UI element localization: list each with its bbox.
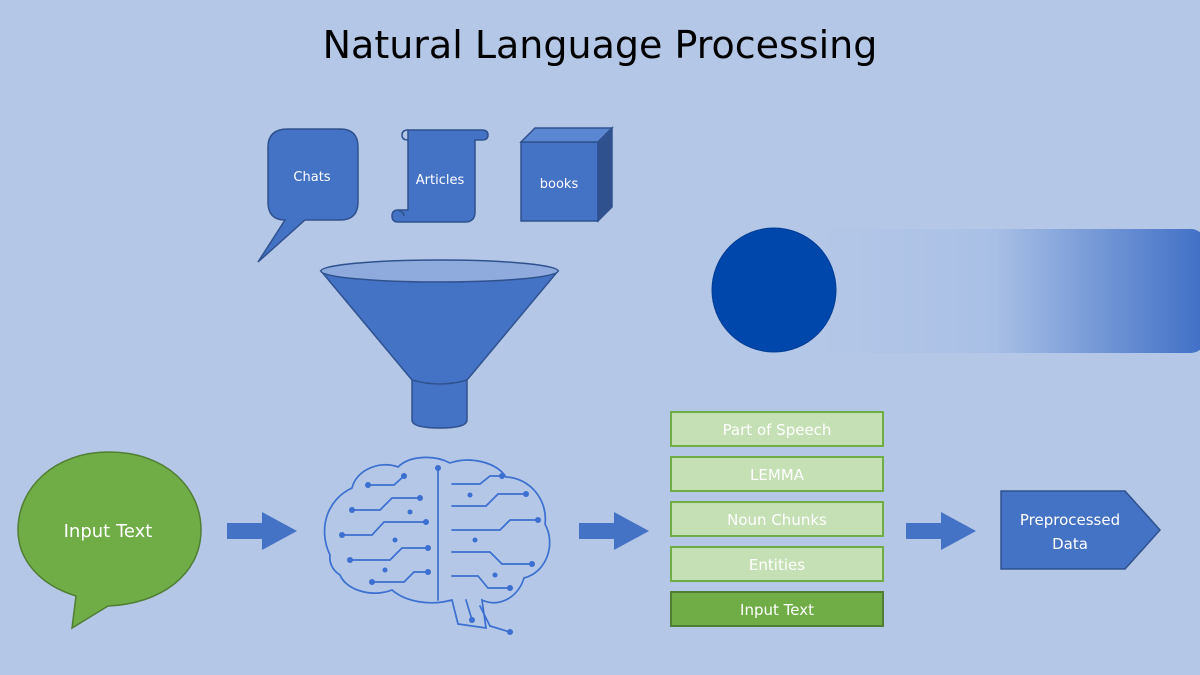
stack-label: Noun Chunks [727, 511, 827, 529]
articles-source: Articles [391, 129, 489, 223]
stack-label: Input Text [740, 601, 814, 619]
funnel-icon [319, 259, 560, 429]
circuit-brain-nodes [339, 465, 541, 635]
stack-label: Part of Speech [723, 421, 832, 439]
stack-label: Entities [749, 556, 805, 574]
input-text-bubble-label: Input Text [64, 521, 153, 542]
pipeline-stack: Part of Speech LEMMA Noun Chunks Entitie… [670, 411, 884, 627]
right-arrow-icon [579, 512, 649, 550]
output-label-line2: Data [1052, 535, 1088, 553]
cube-icon [519, 126, 614, 223]
chats-source: Chats [257, 128, 359, 263]
motion-circle [711, 227, 837, 353]
speech-bubble-icon [257, 128, 359, 263]
stack-item-noun-chunks: Noun Chunks [670, 501, 884, 537]
input-text-bubble: Input Text [17, 451, 202, 630]
right-arrow-icon [227, 512, 297, 550]
stack-item-input-text: Input Text [670, 591, 884, 627]
scroll-icon [391, 129, 489, 223]
books-label: books [540, 177, 579, 192]
circuit-brain-icon [323, 456, 551, 633]
motion-graphic [711, 227, 1200, 353]
stack-item-lemma: LEMMA [670, 456, 884, 492]
books-source: books [519, 126, 614, 223]
stack-item-entities: Entities [670, 546, 884, 582]
stack-item-part-of-speech: Part of Speech [670, 411, 884, 447]
slide-title: Natural Language Processing [323, 23, 878, 67]
right-arrow-icon [906, 512, 976, 550]
chats-label: Chats [293, 170, 330, 185]
preprocessed-data-output: Preprocessed Data [1000, 490, 1162, 570]
articles-label: Articles [416, 173, 465, 188]
output-label-line1: Preprocessed [1020, 511, 1120, 529]
motion-trail [820, 229, 1200, 353]
stack-label: LEMMA [750, 466, 805, 484]
